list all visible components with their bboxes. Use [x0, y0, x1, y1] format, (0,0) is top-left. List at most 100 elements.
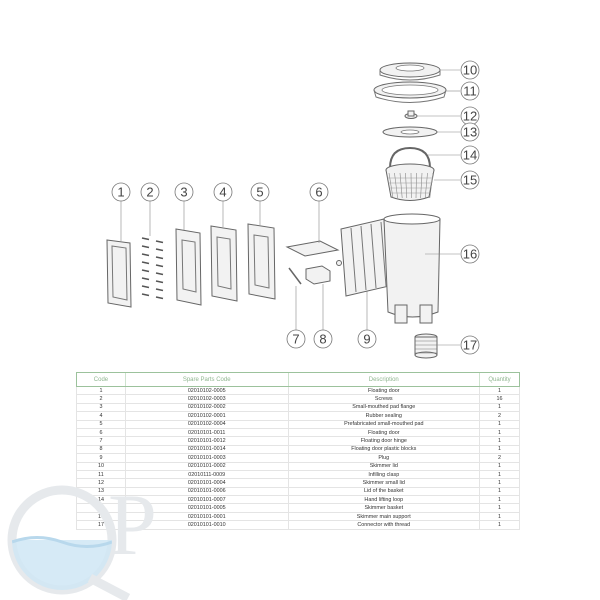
screw	[141, 245, 150, 249]
callout-circle-7	[286, 329, 306, 349]
part-14-hand-lifting-loop	[389, 146, 431, 169]
cell-quantity: 1	[479, 478, 520, 488]
cell-description: Screws	[287, 394, 480, 404]
cell-spare-parts-code: 02010111-0009	[124, 470, 288, 480]
cell-spare-parts-code: 02010102-0005	[124, 386, 288, 396]
screw	[155, 296, 164, 300]
callout-label-13: 13	[463, 125, 477, 140]
header-spare-parts-code: Spare Parts Code	[124, 372, 288, 387]
screw	[141, 253, 150, 257]
table-header-row: Code Spare Parts Code Description Quanti…	[76, 372, 520, 387]
cell-description: Skimmer lid	[287, 462, 480, 471]
part-1-floating-door	[106, 239, 132, 308]
screw	[155, 264, 164, 268]
cell-code: 4	[76, 411, 126, 421]
callout-circle-1	[111, 182, 131, 202]
cell-description: Small-mouthed pad flange	[287, 403, 480, 413]
callout-label-2: 2	[146, 185, 153, 200]
cell-quantity: 2	[479, 453, 520, 463]
screw	[155, 288, 164, 292]
cell-quantity: 2	[479, 411, 520, 421]
part-11-infilling-clasp	[373, 81, 447, 103]
header-quantity: Quantity	[479, 372, 520, 387]
part-10-skimmer-lid	[379, 62, 441, 81]
header-description: Description	[287, 372, 480, 387]
cell-code: 5	[76, 420, 126, 429]
cell-quantity: 1	[479, 445, 520, 455]
callout-label-5: 5	[256, 185, 263, 200]
part-12-skimmer-small-lid	[404, 110, 418, 119]
cell-spare-parts-code: 02010101-0007	[124, 495, 288, 505]
screw	[141, 261, 150, 265]
cell-description: Infilling clasp	[287, 470, 480, 480]
part-2-screws	[141, 237, 164, 300]
cell-code: 7	[76, 436, 126, 446]
cell-spare-parts-code: 02010101-0004	[124, 478, 288, 488]
cell-spare-parts-code: 02010102-0002	[124, 403, 288, 413]
cell-code: 1	[76, 386, 126, 396]
screw	[155, 248, 164, 252]
screw	[141, 237, 150, 241]
cell-quantity: 16	[479, 394, 520, 404]
cell-description: Floating door	[287, 428, 480, 438]
callout-label-9: 9	[363, 332, 370, 347]
cell-spare-parts-code: 02010101-0012	[124, 436, 288, 446]
cell-quantity: 1	[479, 520, 520, 530]
callout-label-17: 17	[463, 338, 477, 353]
part-4-rubber-sealing	[210, 225, 238, 302]
cell-description: Plug	[287, 453, 480, 463]
cell-description: Prefabricated small-mouthed pad	[287, 420, 480, 429]
cell-code: 10	[76, 462, 126, 471]
part-7-door-hinge	[288, 267, 302, 285]
cell-code: 3	[76, 403, 126, 413]
cell-code: 9	[76, 453, 126, 463]
header-code: Code	[76, 372, 126, 387]
cell-code: 11	[76, 470, 126, 480]
callout-label-11: 11	[463, 84, 477, 99]
cell-spare-parts-code: 02010102-0004	[124, 420, 288, 429]
callout-circle-14	[460, 145, 480, 165]
cell-code: 2	[76, 394, 126, 404]
part-8-door-plastic-block	[305, 265, 331, 285]
cell-spare-parts-code: 02010102-0003	[124, 394, 288, 404]
screw	[141, 269, 150, 273]
callout-circle-16	[460, 244, 480, 264]
cell-description: Hand lifting loop	[287, 495, 480, 505]
cell-code: 8	[76, 445, 126, 455]
cell-code: 17	[76, 520, 126, 530]
callout-label-8: 8	[319, 332, 326, 347]
cell-quantity: 1	[479, 462, 520, 471]
callout-label-16: 16	[463, 247, 477, 262]
part-6-floating-door	[285, 240, 340, 257]
qp-watermark-logo: P	[7, 478, 157, 600]
part-17-threaded-connector	[414, 333, 438, 359]
screw	[141, 285, 150, 289]
cell-quantity: 1	[479, 386, 520, 396]
cell-code: 6	[76, 428, 126, 438]
screw	[155, 280, 164, 284]
callout-circle-15	[460, 170, 480, 190]
callout-circle-5	[250, 182, 270, 202]
part-16-skimmer-main-support	[340, 213, 441, 324]
cell-quantity: 1	[479, 495, 520, 505]
part-3-pad-flange	[175, 228, 202, 306]
callout-circle-2	[140, 182, 160, 202]
cell-quantity: 1	[479, 487, 520, 497]
parts-table-container: Code Spare Parts Code Description Quanti…	[76, 372, 520, 530]
cell-description: Lid of the basket	[287, 487, 480, 497]
screw	[141, 293, 150, 297]
cell-description: Floating door	[287, 386, 480, 396]
screw	[141, 277, 150, 281]
cell-description: Skimmer basket	[287, 503, 480, 513]
